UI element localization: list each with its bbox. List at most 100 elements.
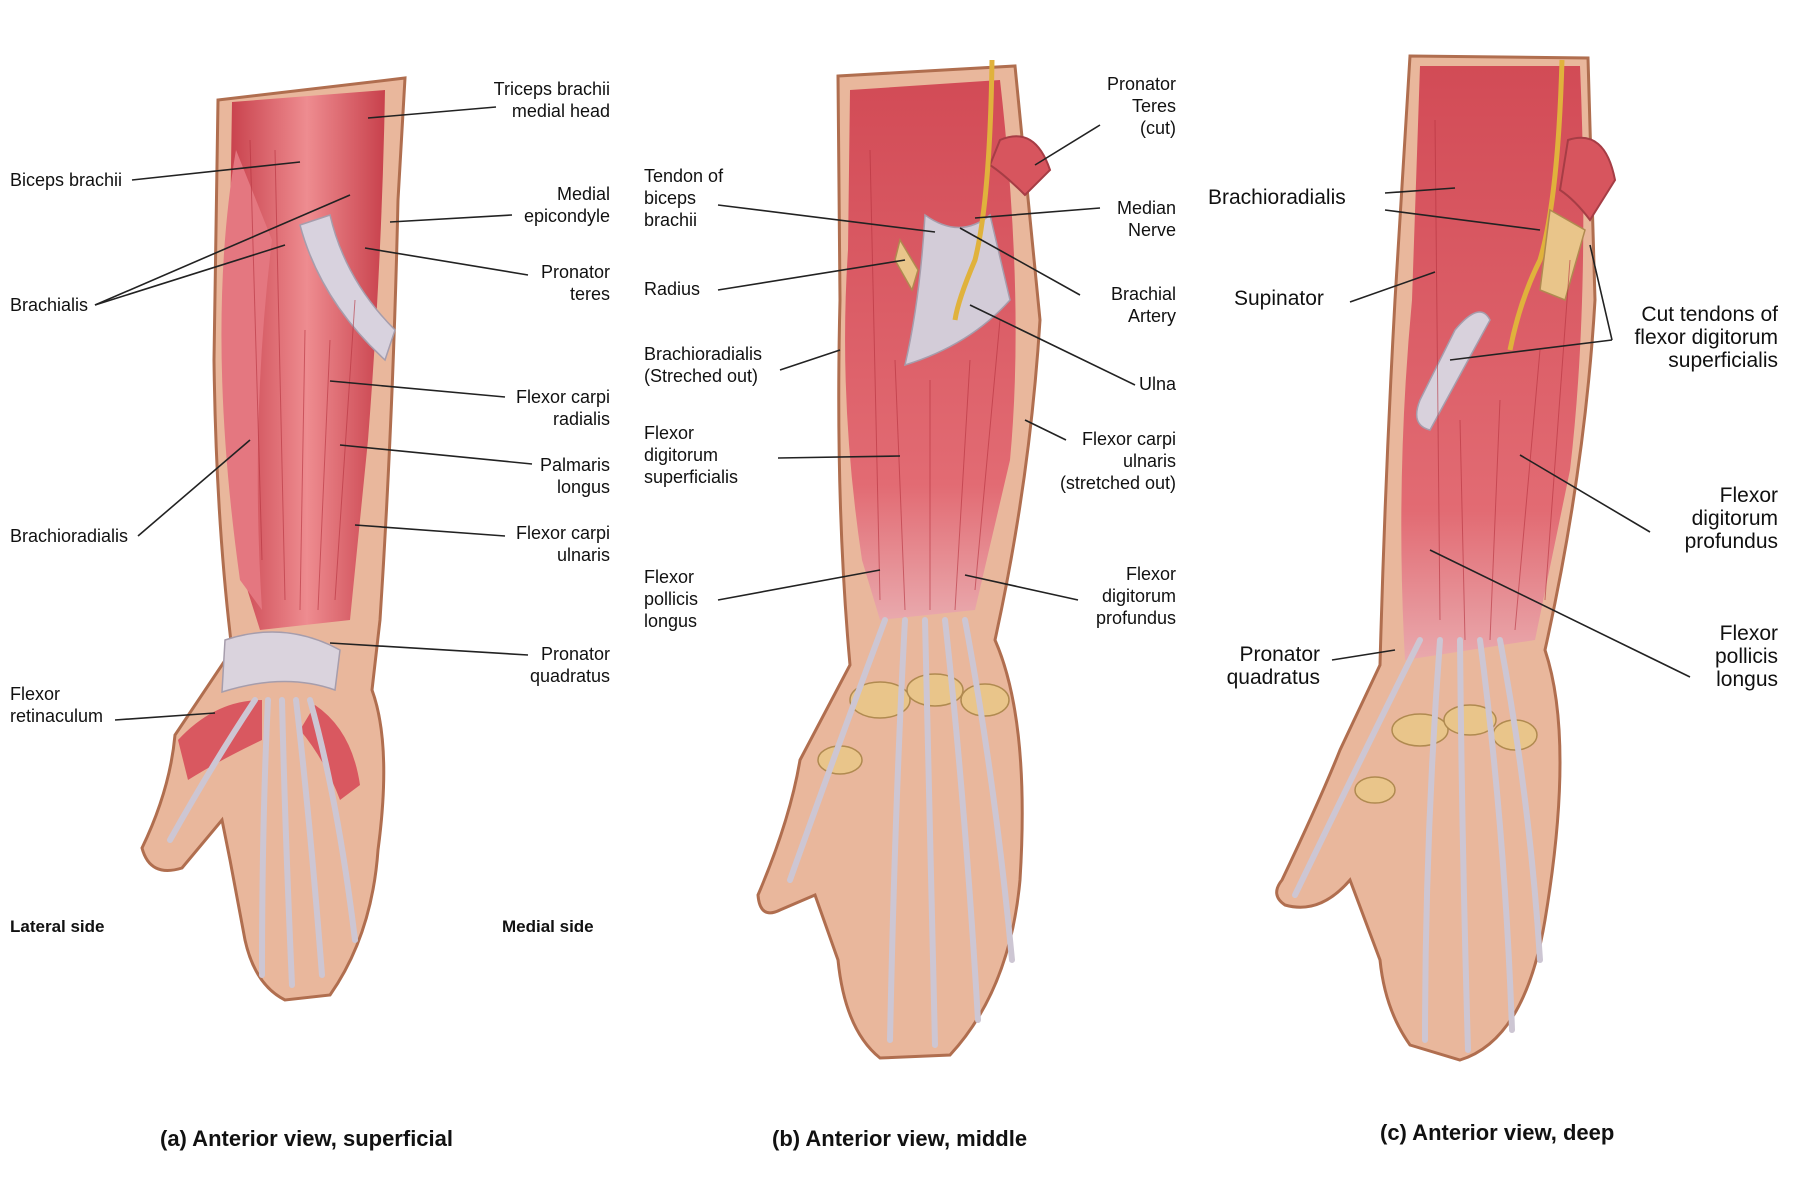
label-line: digitorum [1101, 586, 1176, 606]
label-line: digitorum [644, 445, 719, 465]
label-line: Tendon of [644, 166, 724, 186]
label-line: ulnaris [1122, 451, 1176, 471]
label-pronator-teres-a: Pronator teres [541, 261, 610, 305]
arm-a-muscles [229, 90, 385, 630]
label-line: Pronator [540, 644, 610, 664]
label-line: superficialis [1668, 349, 1778, 372]
label-flexor-carpi-ulnaris-stretched: Flexor carpi ulnaris (stretched out) [1060, 428, 1176, 494]
label-line: (cut) [1140, 118, 1176, 138]
label-line: Flexor [1719, 484, 1778, 507]
label-pronator-quadratus-a: Pronator quadratus [530, 643, 610, 687]
label-line: Brachialis [10, 295, 89, 315]
label-tendon-of-biceps-brachii: Tendon of biceps brachii [644, 165, 723, 231]
arm-c-muscle-fibers [1434, 119, 1571, 641]
label-line: profundus [1684, 530, 1778, 553]
leader-lines [94, 106, 1691, 721]
label-line: profundus [1095, 608, 1176, 628]
label-cut-tendons-fds: Cut tendons of flexor digitorum superfic… [1634, 303, 1778, 372]
label-pronator-quadratus-c: Pronator quadratus [1227, 643, 1320, 689]
label-line: longus [556, 477, 610, 497]
label-median-nerve: Median Nerve [1117, 197, 1176, 241]
arm-c-nerve [1507, 59, 1565, 351]
label-line: quadratus [1226, 666, 1320, 689]
label-line: Flexor [644, 567, 695, 587]
label-line: medial head [511, 101, 610, 121]
forearm-b-illustration [756, 59, 1052, 1060]
label-line: pollicis [644, 589, 699, 609]
label-line: Ulna [1138, 374, 1176, 394]
label-line: pollicis [1714, 645, 1778, 668]
label-line: Flexor carpi [1081, 429, 1176, 449]
label-flexor-carpi-ulnaris-a: Flexor carpi ulnaris [516, 522, 610, 566]
label-line: epicondyle [523, 206, 610, 226]
arm-a-brachioradialis [221, 150, 272, 610]
label-line: Cut tendons of [1641, 303, 1778, 326]
label-line: Pronator [1239, 643, 1320, 666]
label-line: Flexor [644, 423, 695, 443]
label-line: longus [1716, 668, 1778, 691]
label-line: Brachioradialis [10, 526, 129, 546]
arm-b-tendon-biceps [903, 213, 1011, 367]
arm-c-finger-tendons [1292, 637, 1543, 1053]
arm-c-carpals [1354, 704, 1538, 804]
label-medial-epicondyle: Medial epicondyle [524, 183, 610, 227]
label-line: teres [569, 284, 610, 304]
arm-b-radius [894, 238, 919, 292]
label-line: radialis [552, 409, 610, 429]
label-line: longus [644, 611, 698, 631]
forearm-c-illustration [1275, 54, 1617, 1062]
label-line: brachii [644, 210, 698, 230]
lateral-side-label: Lateral side [10, 917, 105, 936]
medial-side-label: Medial side [502, 917, 594, 936]
arm-b-median-nerve [952, 59, 995, 321]
label-palmaris-longus: Palmaris longus [540, 454, 610, 498]
label-line: Brachioradialis [1208, 186, 1346, 209]
label-supinator: Supinator [1234, 287, 1324, 310]
label-line: retinaculum [10, 706, 104, 726]
label-line: Teres [1131, 96, 1176, 116]
label-line: Flexor carpi [515, 523, 610, 543]
arm-a-flexor-retinaculum [221, 631, 341, 694]
arm-b-pronator-teres-cut [988, 135, 1052, 197]
label-flexor-pollicis-longus-c: Flexor pollicis longus [1715, 622, 1778, 691]
label-triceps-brachii-medial-head: Triceps brachii medial head [494, 78, 610, 122]
label-line: ulnaris [556, 545, 610, 565]
label-flexor-digitorum-profundus-c: Flexor digitorum profundus [1685, 484, 1778, 553]
label-line: Pronator [540, 262, 610, 282]
arm-a-finger-tendons [167, 697, 358, 988]
label-line: Flexor [1125, 564, 1176, 584]
label-line: Palmaris [539, 455, 610, 475]
label-line: superficialis [644, 467, 739, 487]
label-line: biceps [644, 188, 697, 208]
caption-panel-b: (b) Anterior view, middle [772, 1126, 1028, 1151]
label-brachioradialis-stretched: Brachioradialis (Streched out) [644, 343, 762, 387]
label-line: Brachial [1110, 284, 1176, 304]
arm-a-muscle-fibers [249, 139, 356, 611]
label-brachioradialis-a: Brachioradialis [10, 525, 128, 547]
label-line: Radius [644, 279, 701, 299]
label-pronator-teres-cut: Pronator Teres (cut) [1107, 73, 1176, 139]
label-line: Flexor [10, 684, 61, 704]
arm-b-muscle-fibers [869, 149, 1001, 611]
arm-c-cut-tendons [1558, 136, 1617, 222]
label-line: Pronator [1106, 74, 1176, 94]
label-line: Nerve [1127, 220, 1176, 240]
label-line: (stretched out) [1059, 473, 1176, 493]
label-biceps-brachii: Biceps brachii [10, 169, 122, 191]
label-line: quadratus [529, 666, 610, 686]
arm-c-muscles [1401, 66, 1584, 660]
label-line: Artery [1127, 306, 1176, 326]
arm-c-ulna [1539, 208, 1586, 302]
label-line: digitorum [1691, 507, 1778, 530]
label-line: Brachioradialis [644, 344, 763, 364]
label-line: (Streched out) [644, 366, 759, 386]
label-flexor-carpi-radialis: Flexor carpi radialis [516, 386, 610, 430]
label-brachioradialis-c: Brachioradialis [1208, 186, 1346, 209]
label-flexor-retinaculum: Flexor retinaculum [10, 683, 103, 727]
label-line: Median [1116, 198, 1176, 218]
forearm-a-illustration [140, 76, 407, 1002]
caption-panel-c: (c) Anterior view, deep [1380, 1120, 1615, 1145]
label-line: Flexor [1719, 622, 1778, 645]
label-line: Biceps brachii [10, 170, 123, 190]
